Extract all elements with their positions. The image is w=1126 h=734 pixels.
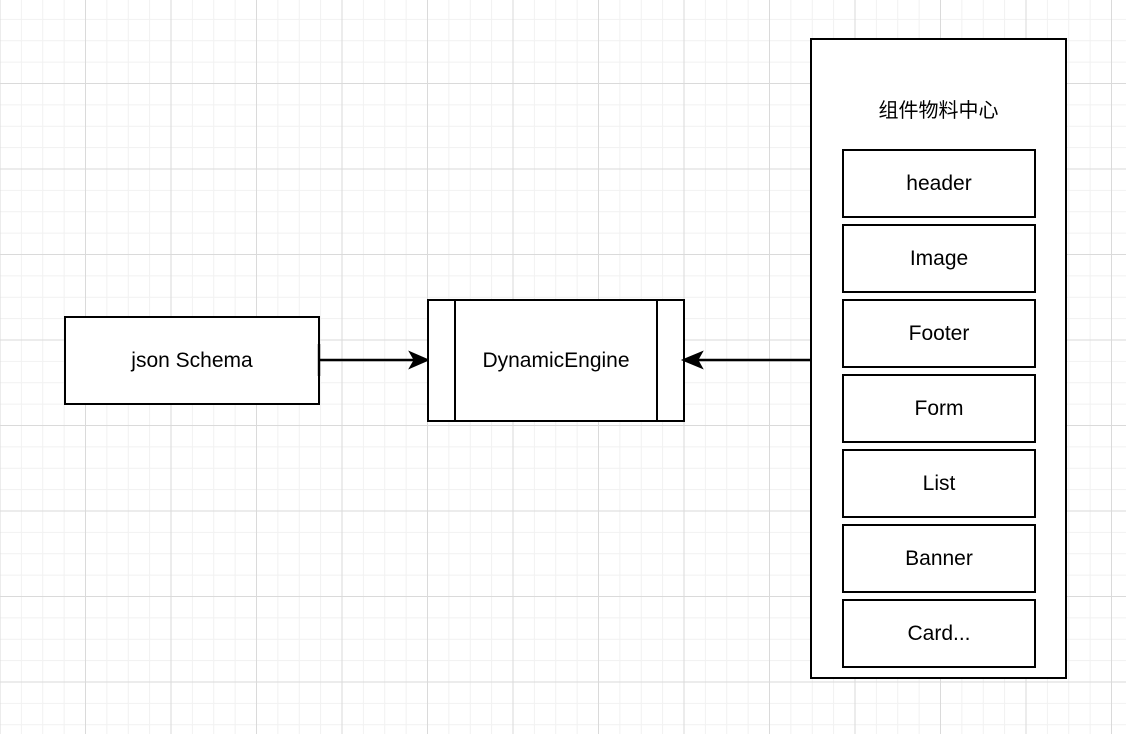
component-list: header Image Footer Form List Banner Car… [842,149,1036,668]
node-json-schema-label: json Schema [131,348,253,372]
component-item-form[interactable]: Form [842,374,1036,443]
component-item-label: Banner [905,546,973,570]
component-item-header[interactable]: header [842,149,1036,218]
process-bar-right-icon [656,298,658,423]
component-item-card[interactable]: Card... [842,599,1036,668]
component-item-footer[interactable]: Footer [842,299,1036,368]
node-dynamic-engine[interactable]: DynamicEngine [427,298,685,423]
node-dynamic-engine-label: DynamicEngine [482,348,630,372]
component-item-label: List [922,471,956,495]
panel-material-center[interactable]: 组件物料中心 header Image Footer Form List Ban… [810,38,1067,679]
component-item-label: Form [914,396,964,420]
component-item-label: Image [909,246,969,270]
component-item-banner[interactable]: Banner [842,524,1036,593]
node-json-schema[interactable]: json Schema [64,316,320,405]
component-item-label: Card... [907,621,971,645]
arrow-material-center-to-dynamic-engine[interactable] [680,340,812,380]
component-item-label: header [906,171,972,195]
component-item-image[interactable]: Image [842,224,1036,293]
component-item-list[interactable]: List [842,449,1036,518]
arrow-json-schema-to-dynamic-engine[interactable] [317,340,434,380]
component-item-label: Footer [908,321,970,345]
process-bar-left-icon [454,298,456,423]
material-center-title: 组件物料中心 [878,100,999,122]
